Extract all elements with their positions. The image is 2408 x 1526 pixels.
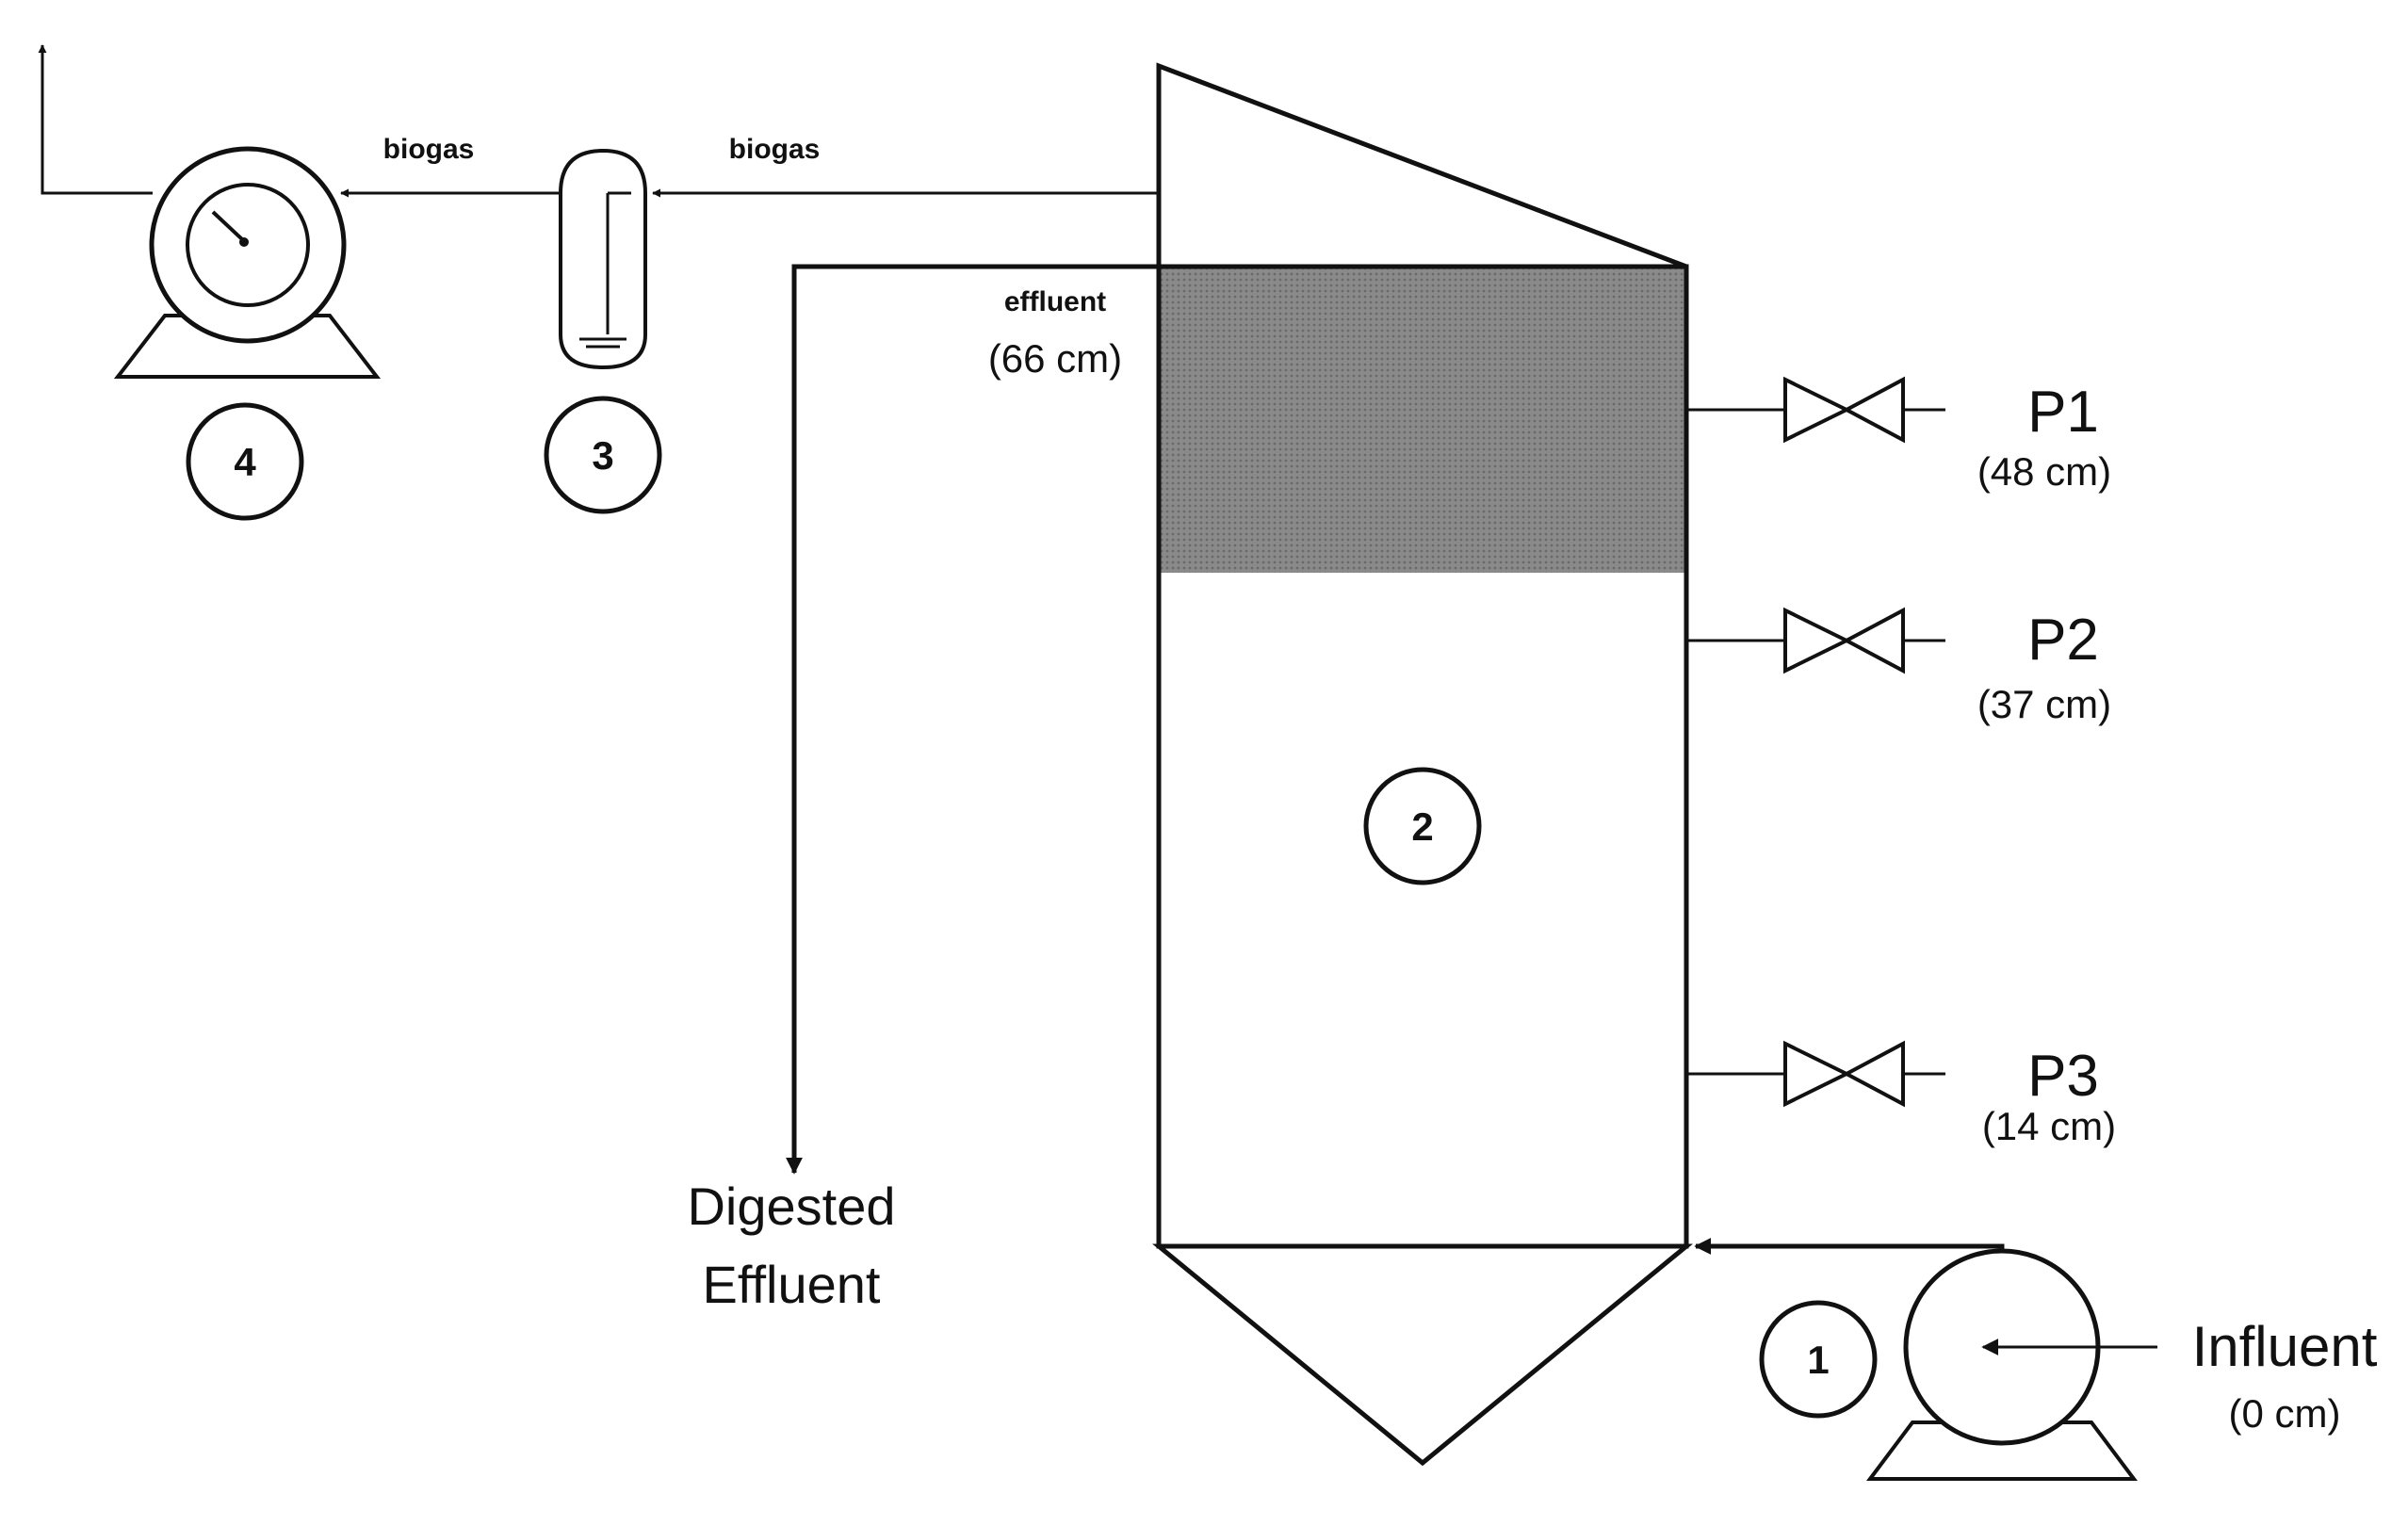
reactor-gas-separator [1156, 62, 1687, 269]
gas-outlet-line [38, 44, 153, 195]
digested-effluent-label-line1: Digested [687, 1177, 895, 1236]
pump-base [1866, 1420, 2138, 1481]
gas-trap [559, 148, 647, 370]
reactor: 2 [1152, 62, 1693, 1467]
gas-meter-needle [211, 210, 245, 242]
component-3-marker [544, 396, 662, 514]
influent-height: (0 cm) [2229, 1391, 2341, 1436]
gas-meter-pivot [239, 237, 249, 247]
influent-label: Influent [2192, 1315, 2378, 1378]
biogas-label-right: biogas [729, 134, 821, 165]
digested-effluent-label-line2: Effluent [703, 1255, 881, 1314]
component-4-marker [186, 402, 304, 521]
gas-meter [113, 146, 382, 379]
effluent-line [786, 264, 1159, 1175]
effluent-label: effluent [1004, 286, 1106, 317]
component-2-marker [1363, 767, 1482, 885]
influent-pump [1866, 1248, 2138, 1481]
reactor-bottom-cone [1152, 1243, 1693, 1467]
component-2-label: 2 [1411, 804, 1433, 849]
component-3-label: 3 [592, 433, 613, 478]
valve-icon [1783, 607, 1851, 674]
gas-meter-base [113, 314, 382, 379]
port-p3-height: (14 cm) [1982, 1104, 2116, 1148]
valve-icon [1783, 376, 1851, 444]
biogas-label-left: biogas [383, 134, 475, 165]
sludge-blanket [1159, 267, 1686, 573]
effluent-height: (66 cm) [988, 336, 1122, 381]
gas-trap-vessel [559, 148, 647, 370]
influent-feed-line [1694, 1238, 2005, 1255]
component-1-marker [1759, 1300, 1878, 1419]
port-p2-height: (37 cm) [1977, 682, 2111, 726]
port-p1-height: (48 cm) [1977, 449, 2111, 494]
sampling-port-p2: P2 (37 cm) [1686, 607, 2111, 726]
valve-icon [1783, 1040, 1851, 1108]
port-p2-label: P2 [2027, 608, 2099, 673]
port-p1-label: P1 [2027, 380, 2099, 445]
sampling-port-p3: P3 (14 cm) [1686, 1040, 2116, 1148]
sampling-port-p1: P1 (48 cm) [1686, 376, 2111, 494]
port-p3-label: P3 [2027, 1044, 2099, 1109]
component-1-label: 1 [1807, 1338, 1829, 1382]
component-4-label: 4 [234, 440, 256, 484]
